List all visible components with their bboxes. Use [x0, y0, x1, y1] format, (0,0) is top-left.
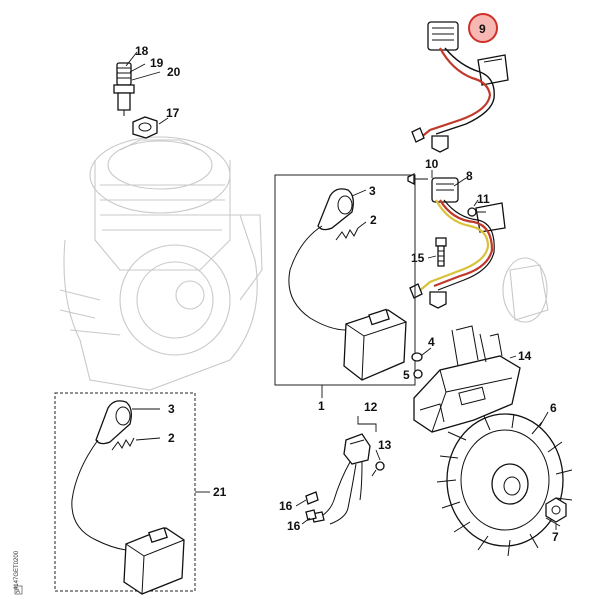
callout-2-bottom[interactable]: 2	[168, 431, 175, 445]
spring-2-top[interactable]	[335, 227, 359, 241]
screw-15[interactable]	[435, 237, 447, 267]
callout-16-b[interactable]: 16	[287, 519, 301, 533]
callout-13[interactable]: 13	[378, 438, 392, 452]
leader-16-b	[301, 517, 311, 525]
callout-14[interactable]: 14	[518, 349, 532, 363]
leader-12	[357, 416, 377, 432]
leader-8	[453, 177, 467, 187]
leader-19	[129, 63, 146, 73]
engine-background-ghost	[59, 136, 549, 391]
wire-black-8	[437, 199, 495, 291]
leader-4	[421, 347, 432, 356]
ignition-module-frame	[274, 174, 416, 386]
wiring-harness-8[interactable]	[409, 177, 506, 309]
fan-housing-14[interactable]	[413, 325, 521, 433]
leader-2-top	[357, 221, 367, 229]
leader-18	[125, 51, 138, 67]
spark-plug[interactable]	[113, 62, 135, 116]
callout-11[interactable]: 11	[477, 192, 490, 206]
callout-5[interactable]: 5	[403, 368, 410, 382]
callout-2-top[interactable]: 2	[370, 213, 377, 227]
ignition-module-kit-frame	[54, 392, 196, 592]
wire-red-9	[419, 47, 492, 139]
callout-4[interactable]: 4	[428, 335, 435, 349]
leader-15	[427, 255, 437, 259]
ignition-module-21[interactable]	[71, 400, 185, 595]
callout-1[interactable]: 1	[318, 399, 325, 413]
washer-4[interactable]	[411, 352, 423, 362]
highlight-ring-9	[468, 13, 498, 43]
drawing-rev-box	[14, 585, 23, 595]
leader-11	[473, 199, 479, 207]
leader-14	[509, 355, 517, 359]
ignition-module-1[interactable]	[288, 188, 407, 381]
screw-16-a[interactable]	[305, 491, 319, 505]
callout-9[interactable]: 9	[479, 22, 486, 36]
callout-17[interactable]: 17	[166, 106, 180, 120]
wiring-harness-9[interactable]	[411, 21, 509, 153]
leader-16-a	[295, 499, 307, 507]
callout-10[interactable]: 10	[425, 157, 439, 171]
drawing-code: 4147GET0200	[14, 550, 20, 590]
leader-2-bottom	[135, 437, 161, 441]
callout-12[interactable]: 12	[364, 400, 378, 414]
leader-20	[131, 71, 161, 81]
wiring-harness-12[interactable]	[311, 433, 371, 525]
callout-16-a[interactable]: 16	[279, 499, 293, 513]
callout-3-bottom[interactable]: 3	[168, 402, 175, 416]
wire-red-8	[433, 199, 494, 288]
wire-yellow-8	[417, 199, 490, 293]
callout-20[interactable]: 20	[167, 65, 181, 79]
callout-3-top[interactable]: 3	[369, 184, 376, 198]
screw-13[interactable]	[371, 461, 385, 477]
callout-6[interactable]: 6	[550, 401, 557, 415]
highlight-circle-9[interactable]	[469, 14, 497, 42]
screw-5[interactable]	[413, 369, 423, 379]
drawing-rev: A	[16, 589, 20, 595]
callout-8[interactable]: 8	[466, 169, 473, 183]
wire-black-9	[435, 47, 495, 135]
callout-21[interactable]: 21	[213, 485, 227, 499]
leader-13	[375, 449, 381, 461]
callout-19[interactable]: 19	[150, 56, 164, 70]
leader-3-top	[351, 189, 367, 197]
spring-2-bottom[interactable]	[111, 437, 135, 451]
leader-6	[539, 411, 549, 427]
screw-16-b[interactable]	[305, 509, 317, 521]
screw-11[interactable]	[467, 207, 486, 217]
callout-15[interactable]: 15	[411, 251, 425, 265]
nut-7[interactable]	[545, 497, 567, 523]
callout-7[interactable]: 7	[552, 530, 559, 544]
leader-17	[158, 117, 169, 125]
flywheel-6[interactable]	[436, 413, 573, 557]
spark-plug-terminal[interactable]	[132, 116, 158, 139]
callout-18[interactable]: 18	[135, 44, 149, 58]
